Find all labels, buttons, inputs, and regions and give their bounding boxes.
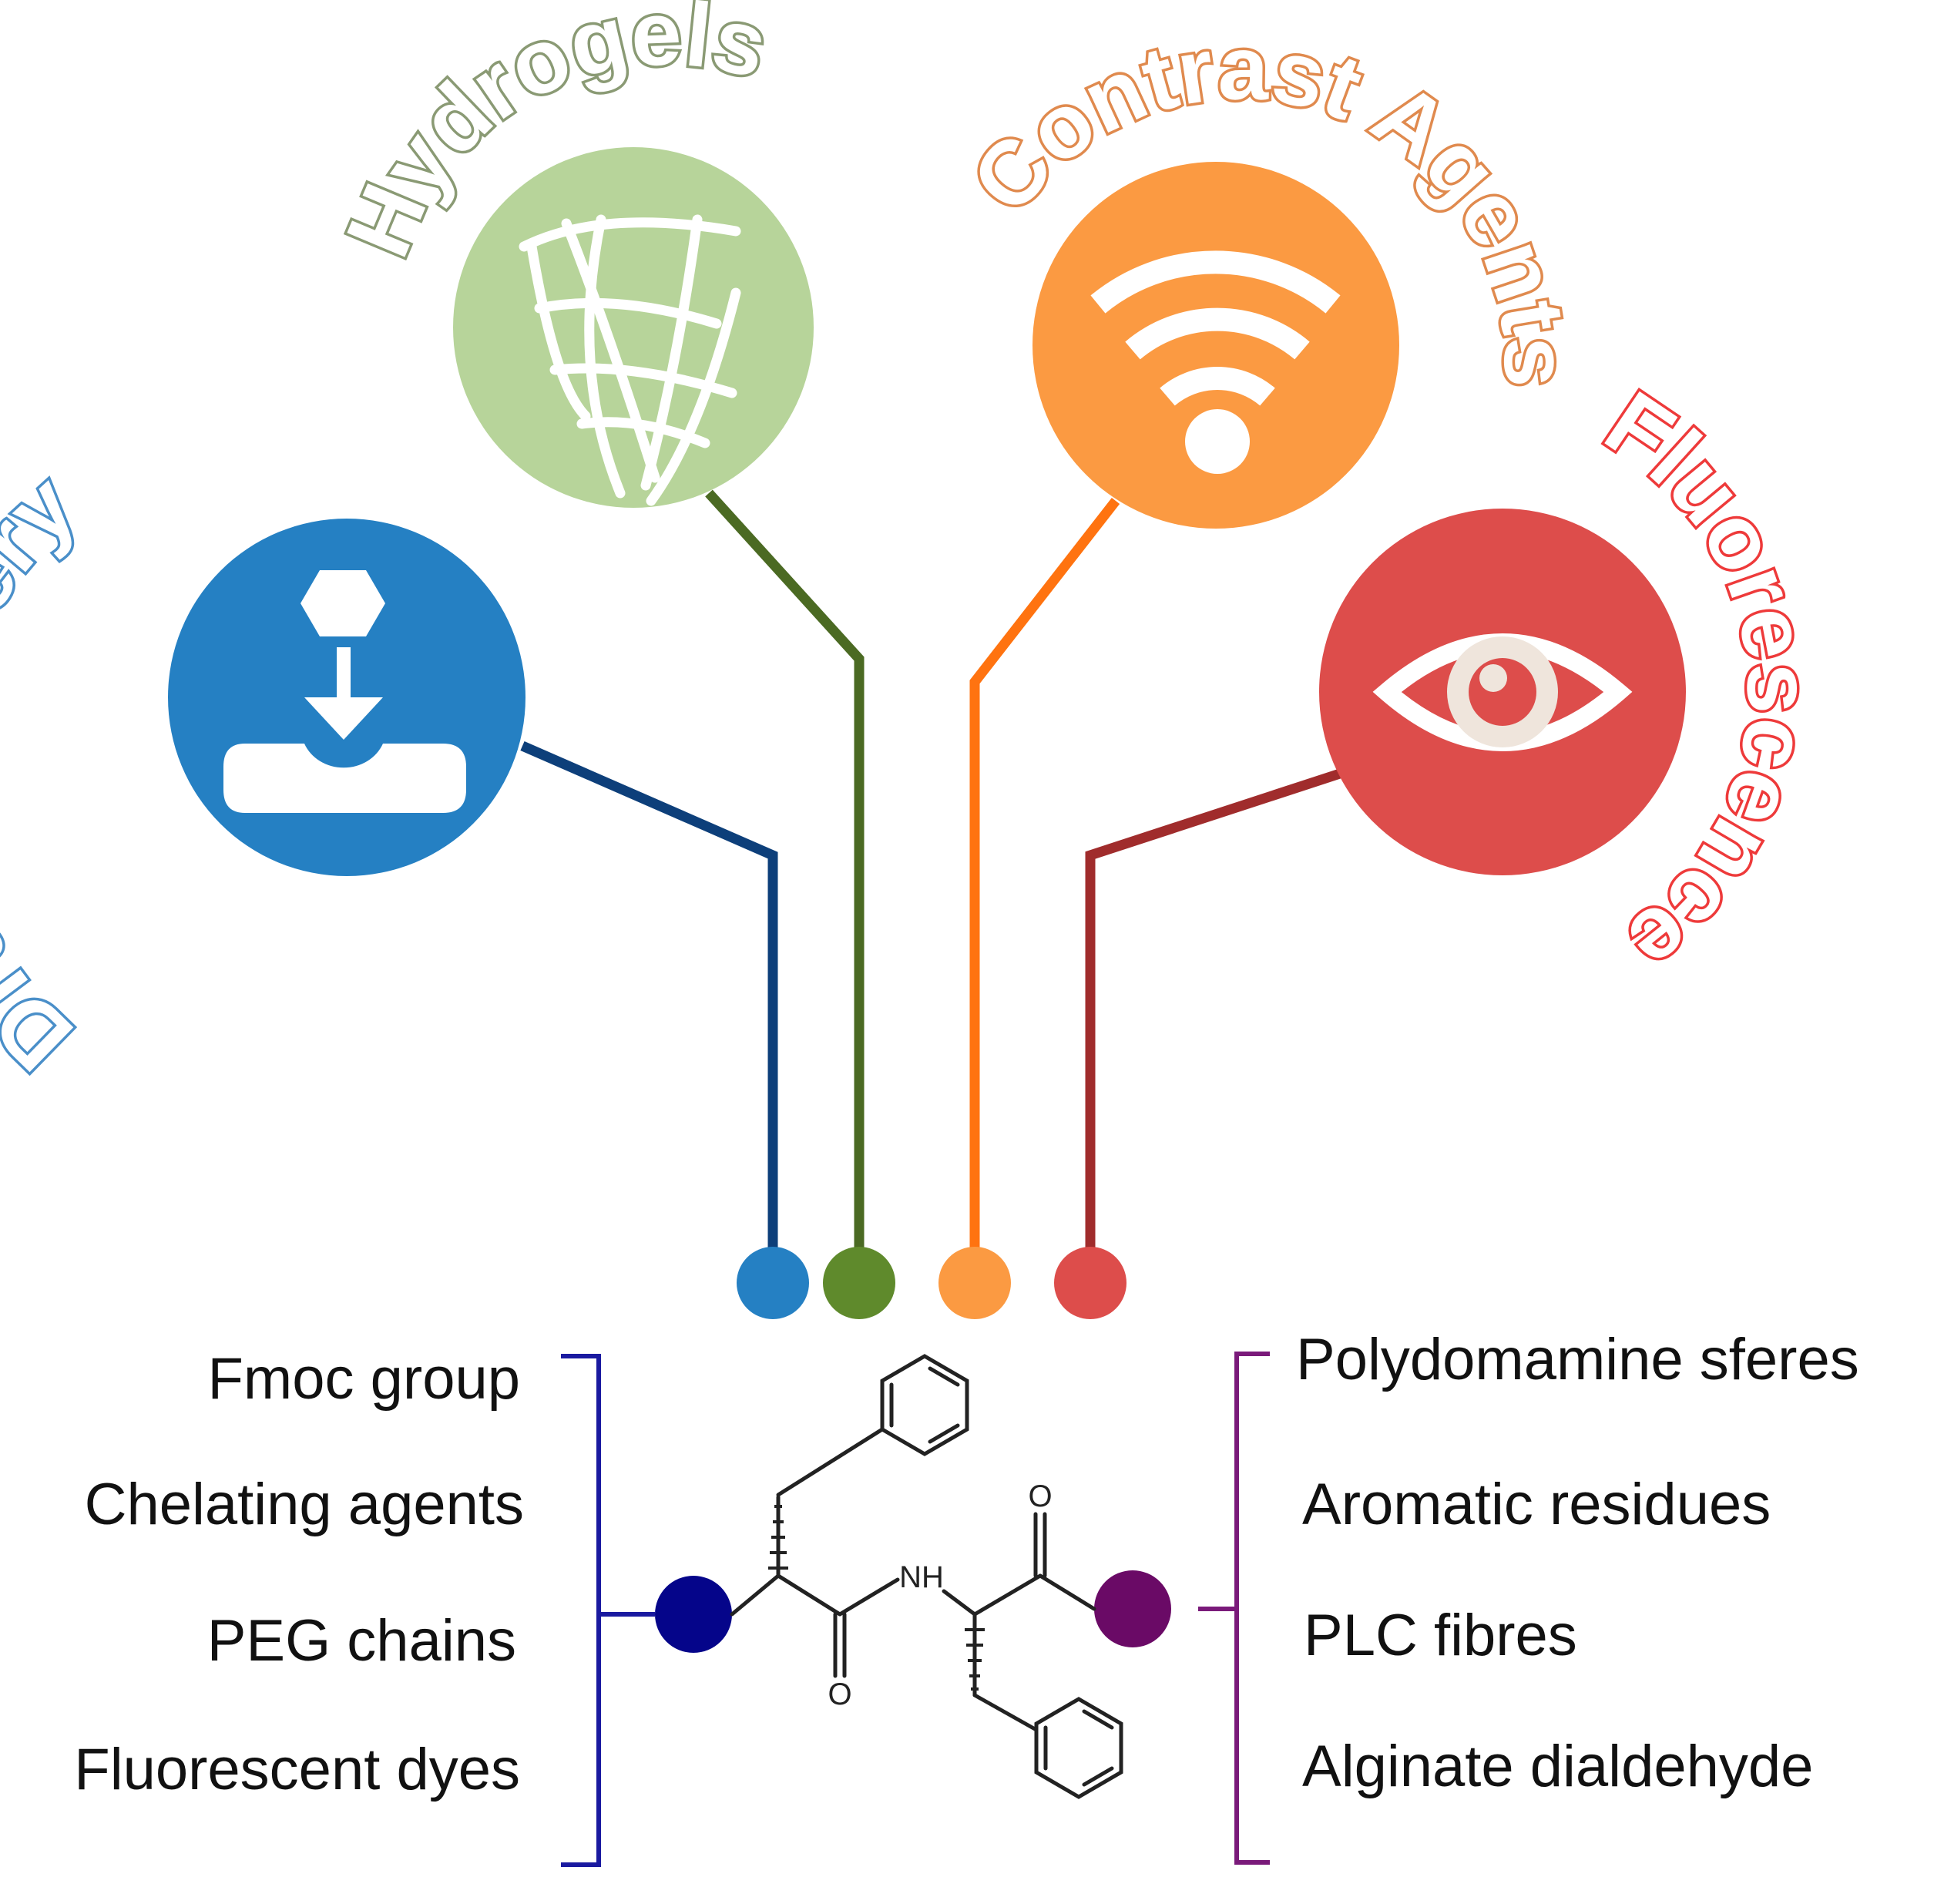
dipeptide-molecule — [730, 1354, 1123, 1799]
left-list-item: PEG chains — [207, 1608, 516, 1674]
stereo-hash-wedge-bottom — [965, 1628, 985, 1691]
eye-icon — [1372, 633, 1633, 751]
fiber-network-icon — [519, 214, 741, 506]
left-list-item: Fmoc group — [208, 1346, 521, 1412]
nh-label: NH — [899, 1560, 944, 1594]
right-list-item: Polydomamine sferes — [1296, 1327, 1859, 1392]
left-attachment-dot — [655, 1576, 732, 1653]
left-list: Fmoc group Chelating agents PEG chains F… — [74, 1346, 524, 1802]
connector-lines — [520, 489, 1347, 1283]
drug-download-icon — [223, 570, 466, 813]
right-list-item: Aromatic residues — [1302, 1472, 1771, 1537]
stereo-hash-wedge-top — [768, 1505, 788, 1570]
right-list: Polydomamine sferes Aromatic residues PL… — [1296, 1327, 1859, 1799]
drug-delivery-title: Drug Delivery — [0, 455, 95, 1090]
connector-dot-hydro — [823, 1247, 895, 1319]
connector-line-drug — [520, 741, 778, 1283]
right-attachment-dot — [1094, 1570, 1171, 1647]
right-bracket — [1198, 1352, 1270, 1865]
connector-dot-fluor — [1054, 1247, 1126, 1319]
left-bracket — [561, 1354, 655, 1867]
contrast-agents-circle — [1032, 162, 1399, 529]
oxygen-top-label: O — [1028, 1479, 1052, 1513]
hydrogels-circle — [453, 147, 814, 508]
connector-line-hydro — [705, 489, 865, 1283]
connector-line-fluor — [1085, 767, 1347, 1283]
right-list-item: Alginate dialdehyde — [1302, 1734, 1813, 1799]
connector-dot-drug — [737, 1247, 809, 1319]
oxygen-bottom-label: O — [828, 1677, 851, 1711]
right-list-item: PLC fibres — [1304, 1603, 1577, 1668]
connector-dot-contrast — [938, 1247, 1011, 1319]
signal-waves-icon — [1090, 250, 1341, 474]
left-list-item: Fluorescent dyes — [74, 1737, 520, 1802]
connector-line-contrast — [969, 498, 1120, 1283]
left-list-item: Chelating agents — [85, 1472, 524, 1537]
